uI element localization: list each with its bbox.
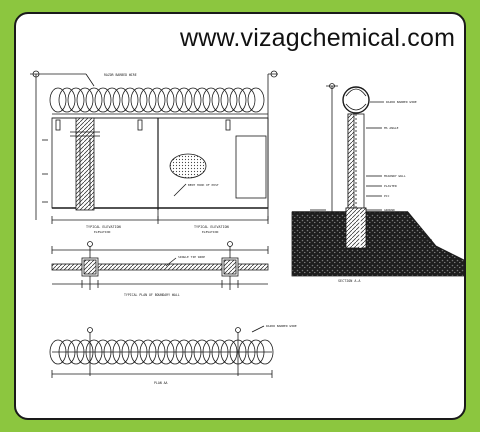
wire-coil bbox=[121, 339, 139, 365]
wire-coil bbox=[166, 87, 184, 113]
site-url: www.vizagchemical.com bbox=[180, 24, 456, 52]
wire-coil bbox=[76, 87, 94, 113]
wire-plan-callout: RAZOR BARBED WIRE bbox=[266, 324, 297, 328]
elevation-post-note: BENT HOOK OF POST bbox=[188, 183, 219, 187]
drawing-card: www.vizagchemical.com bbox=[14, 12, 466, 420]
elevation-label-right: TYPICAL ELEVATION bbox=[194, 225, 229, 229]
wire-coil bbox=[256, 339, 274, 365]
wire-coil bbox=[67, 339, 85, 365]
wire-coil bbox=[112, 87, 130, 113]
wire-coil bbox=[238, 87, 256, 113]
plan-title: TYPICAL PLAN OF BOUNDARY WALL bbox=[124, 293, 180, 297]
wire-coil bbox=[85, 87, 103, 113]
wire-coil bbox=[211, 87, 229, 113]
wire-coil bbox=[76, 339, 94, 365]
wire-coil bbox=[247, 87, 265, 113]
wire-coil bbox=[85, 339, 103, 365]
wire-coil bbox=[157, 87, 175, 113]
wire-coil bbox=[229, 339, 247, 365]
section-callout-4: PLASTER bbox=[384, 184, 397, 188]
wire-coil bbox=[49, 87, 67, 113]
wire-coil bbox=[130, 339, 148, 365]
wire-plan-title: PLAN AA bbox=[154, 381, 168, 385]
section-callout-3: MASONRY WALL bbox=[384, 174, 406, 178]
wire-coil bbox=[238, 339, 256, 365]
section-view bbox=[291, 83, 464, 277]
elevation-razor-wire bbox=[49, 87, 265, 113]
section-callout-5: PCC bbox=[384, 194, 390, 198]
wire-coil bbox=[184, 339, 202, 365]
wire-coil bbox=[220, 339, 238, 365]
wire-coil bbox=[166, 339, 184, 365]
wire-coil bbox=[211, 339, 229, 365]
section-title: SECTION A-A bbox=[338, 279, 360, 283]
wire-coil bbox=[112, 339, 130, 365]
wire-coil bbox=[49, 339, 67, 365]
wire-coil bbox=[193, 87, 211, 113]
wire-coil bbox=[229, 87, 247, 113]
wire-coil bbox=[202, 339, 220, 365]
wire-coil bbox=[148, 339, 166, 365]
wire-plan-view bbox=[49, 325, 274, 378]
wire-coil bbox=[94, 339, 112, 365]
elevation-label-left: TYPICAL ELEVATION bbox=[86, 225, 121, 229]
wire-coil bbox=[139, 87, 157, 113]
wire-coil bbox=[103, 87, 121, 113]
wire-coil bbox=[157, 339, 175, 365]
wire-coil bbox=[184, 87, 202, 113]
plan-razor-wire bbox=[49, 339, 274, 365]
wire-coil bbox=[220, 87, 238, 113]
wire-coil bbox=[175, 87, 193, 113]
technical-drawing: RAZOR BARBED WIRE BENT HOOK OF POST TYPI… bbox=[30, 70, 464, 385]
wire-coil bbox=[148, 87, 166, 113]
section-callout-1: RAZOR BARBED WIRE bbox=[386, 100, 417, 104]
section-callout-7: FOUNDATION bbox=[414, 238, 432, 242]
wire-coil bbox=[247, 339, 265, 365]
wire-coil bbox=[94, 87, 112, 113]
wire-coil bbox=[67, 87, 85, 113]
elevation-sub-left: ELEVATION bbox=[94, 230, 110, 234]
wire-coil bbox=[130, 87, 148, 113]
elevation-view bbox=[30, 70, 278, 224]
plan-view bbox=[51, 241, 269, 290]
section-callout-2: MS ANGLE bbox=[384, 126, 399, 130]
section-callout-6: GROUND bbox=[384, 208, 395, 212]
wire-coil bbox=[103, 339, 121, 365]
wire-coil bbox=[139, 339, 157, 365]
elevation-callout: RAZOR BARBED WIRE bbox=[104, 73, 137, 77]
wire-coil bbox=[175, 339, 193, 365]
wire-coil bbox=[121, 87, 139, 113]
wire-coil bbox=[58, 87, 76, 113]
wire-coil bbox=[193, 339, 211, 365]
wire-coil bbox=[58, 339, 76, 365]
wire-coil bbox=[202, 87, 220, 113]
elevation-sub-right: ELEVATION bbox=[202, 230, 218, 234]
plan-callout: SINGLE TIE WIRE bbox=[178, 255, 205, 259]
